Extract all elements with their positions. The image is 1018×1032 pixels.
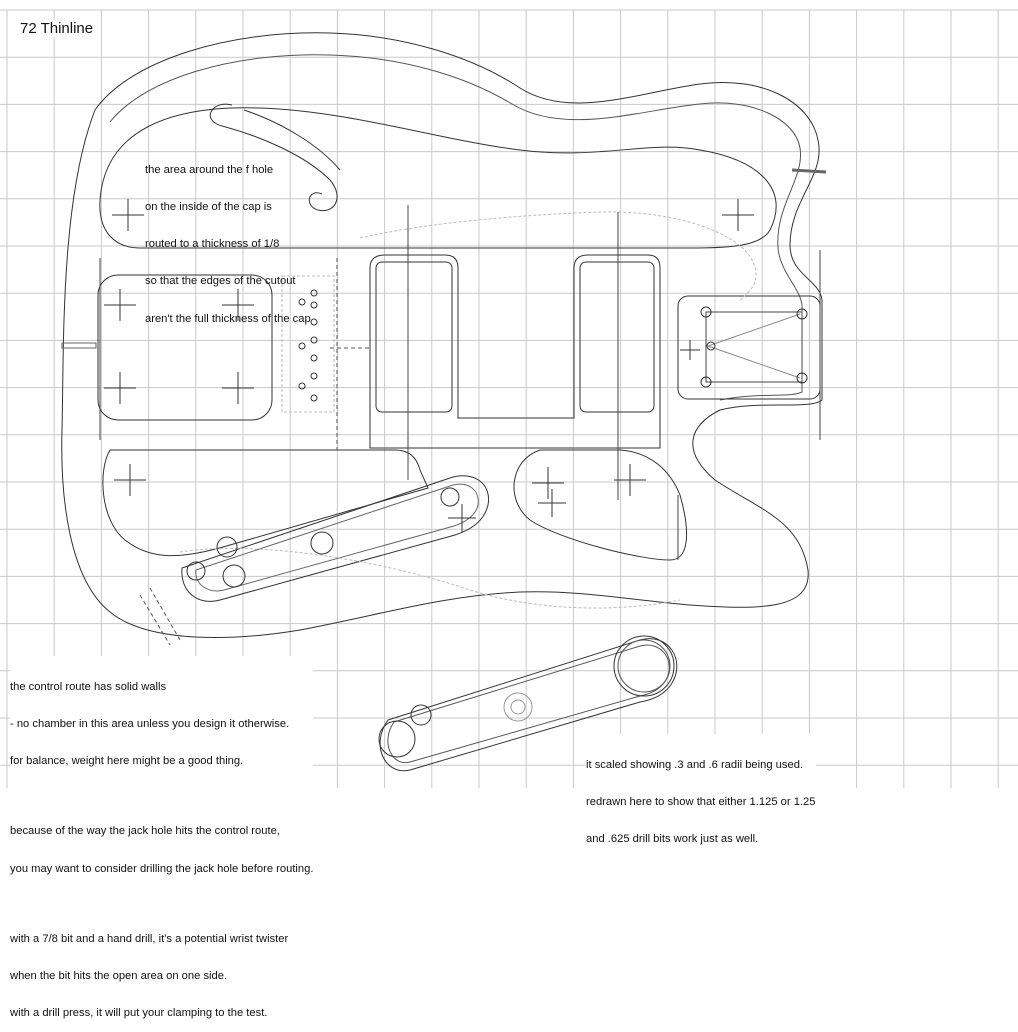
note-line: the area around the f hole xyxy=(145,163,274,176)
crosshair-mark xyxy=(114,464,146,496)
crosshair-mark xyxy=(104,372,136,404)
note-line: with a drill press, it will put your cla… xyxy=(10,1006,268,1019)
crosshair-mark xyxy=(112,199,144,231)
drill-hole xyxy=(310,394,318,402)
drill-hole xyxy=(310,318,318,326)
lower-faint-outline xyxy=(179,547,681,609)
pickup-routes xyxy=(369,254,661,449)
drill-hole xyxy=(310,289,318,297)
crosshair-mark xyxy=(722,199,754,231)
drill-hole xyxy=(796,308,808,320)
switch-faint xyxy=(281,275,335,413)
note-line: the control route has solid walls xyxy=(10,680,167,693)
note-line: because of the way the jack hole hits th… xyxy=(10,825,280,838)
grid-lines xyxy=(0,9,1018,788)
crosshair-mark xyxy=(532,467,564,499)
drill-hole xyxy=(310,354,318,362)
drill-hole xyxy=(706,341,716,351)
strap-mark xyxy=(791,168,827,174)
bridge-inner xyxy=(705,311,803,383)
drill-circle-small xyxy=(378,720,416,758)
bridge-plate xyxy=(677,295,821,400)
drill-hole xyxy=(298,342,306,350)
body-inner-outline xyxy=(109,54,803,401)
f-hole xyxy=(209,103,338,212)
note-line: it scaled showing .3 and .6 radii being … xyxy=(586,758,804,771)
note-line: - no chamber in this area unless you des… xyxy=(10,718,290,731)
note-line: redrawn here to show that either 1.125 o… xyxy=(586,796,816,809)
crosshair-mark xyxy=(614,464,646,496)
jack-circle-inner xyxy=(510,699,526,715)
control-route-redrawn-inner xyxy=(387,644,670,764)
note-line: when the bit hits the open area on one s… xyxy=(10,969,228,982)
dashed-guide xyxy=(149,587,181,641)
note-control-route: the control route has solid walls - no c… xyxy=(10,656,314,1032)
crosshair-mark xyxy=(222,289,254,321)
body-outline xyxy=(61,32,823,638)
lower-left-chamber xyxy=(102,449,429,557)
bridge-triangle xyxy=(707,313,801,379)
drill-hole xyxy=(222,564,246,588)
guitar-body-template-drawing xyxy=(0,9,1018,788)
note-scaled-radii: it scaled showing .3 and .6 radii being … xyxy=(586,734,816,859)
dashed-guide xyxy=(139,594,171,646)
drill-hole xyxy=(310,531,334,555)
note-line: you may want to consider drilling the ja… xyxy=(10,862,314,875)
neck-pickup-chamber xyxy=(97,274,273,421)
drill-hole xyxy=(440,487,460,507)
drill-hole xyxy=(796,372,808,384)
crosshair-mark xyxy=(222,372,254,404)
lower-right-chamber xyxy=(513,449,688,561)
jack-circle xyxy=(503,692,533,722)
drill-circle-large xyxy=(613,635,675,697)
pickguard-faint xyxy=(359,211,757,301)
drill-hole xyxy=(298,382,306,390)
bridge-humbucker xyxy=(579,261,655,413)
drill-hole xyxy=(310,336,318,344)
upper-chamber xyxy=(99,107,777,249)
control-route xyxy=(181,475,490,602)
note-line: so that the edges of the cutout xyxy=(145,275,296,288)
drill-hole xyxy=(186,561,206,581)
drawing-title: 72 Thinline xyxy=(18,20,96,37)
drill-circle-small-2 xyxy=(410,704,432,726)
neck-humbucker xyxy=(375,261,453,413)
note-line: on the inside of the cap is xyxy=(145,201,272,214)
drill-hole xyxy=(310,372,318,380)
drill-hole xyxy=(700,306,712,318)
note-line: aren't the full thickness of the cap xyxy=(145,312,311,325)
note-line: with a 7/8 bit and a hand drill, it's a … xyxy=(10,932,289,945)
drill-hole xyxy=(310,301,318,309)
drill-hole xyxy=(298,298,306,306)
drill-circle-large-inner xyxy=(617,639,671,693)
crosshair-mark xyxy=(104,289,136,321)
crosshair-mark xyxy=(448,504,476,532)
note-line: and .625 drill bits work just as well. xyxy=(586,833,759,846)
control-route-redrawn xyxy=(379,638,678,772)
neck-edge-mark xyxy=(61,342,97,349)
drill-hole xyxy=(700,376,712,388)
note-line: for balance, weight here might be a good… xyxy=(10,755,244,768)
crosshair-mark xyxy=(680,340,700,360)
drill-hole xyxy=(216,536,238,558)
note-fhole: the area around the f hole on the inside… xyxy=(145,139,311,338)
note-line: routed to a thickness of 1/8 xyxy=(145,238,280,251)
crosshair-mark xyxy=(538,489,566,517)
f-hole-inner xyxy=(243,109,341,171)
